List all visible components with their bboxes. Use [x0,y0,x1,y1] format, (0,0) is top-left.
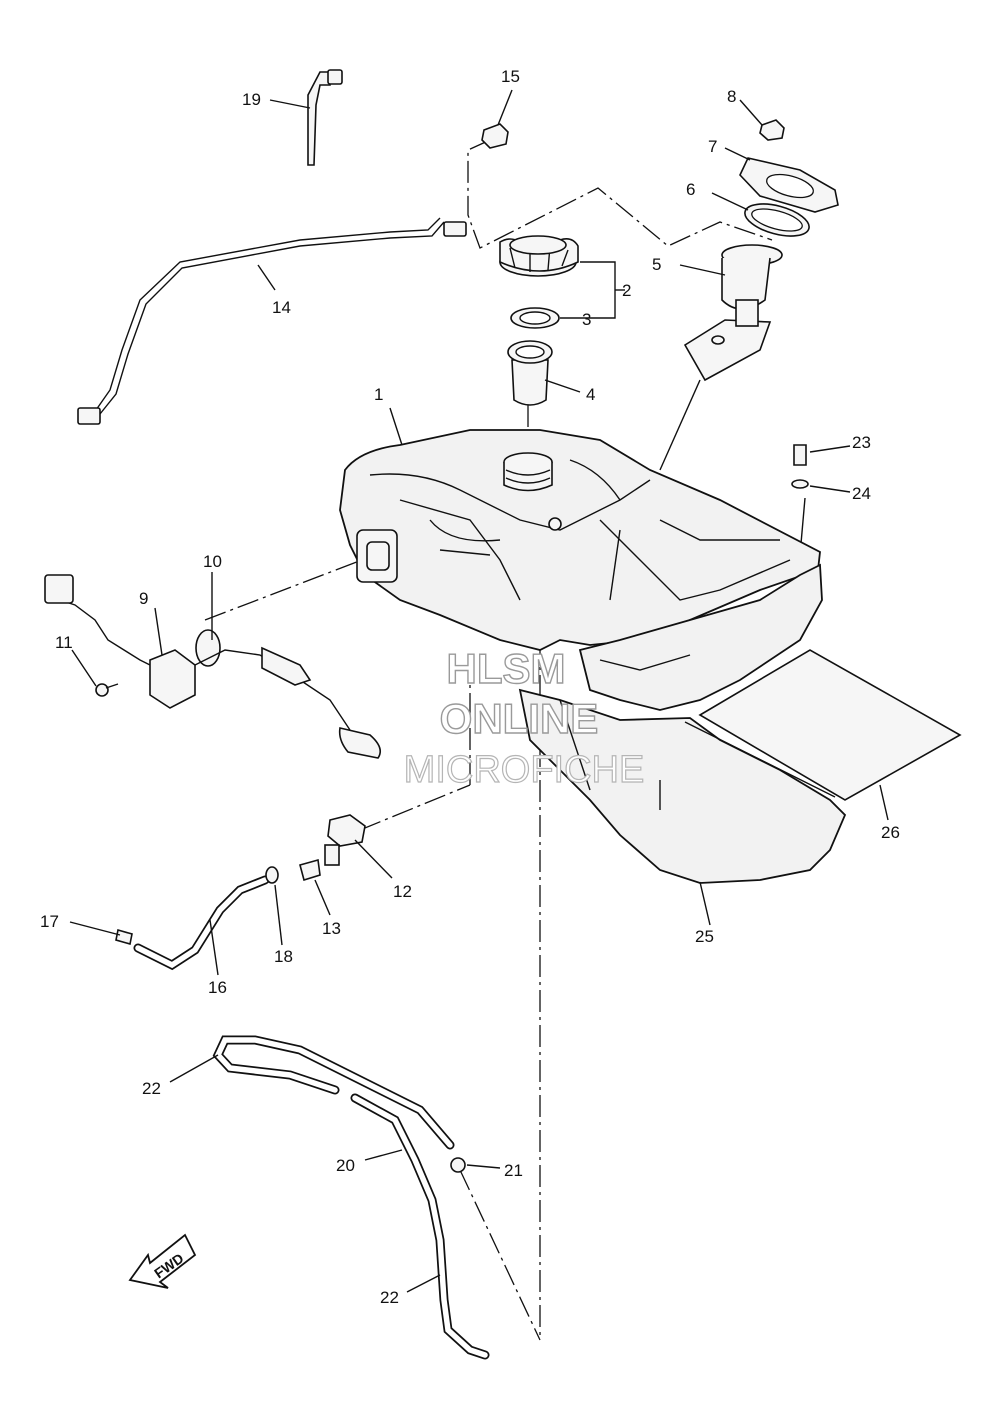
callout-13: 13 [322,919,341,938]
callout-3: 3 [582,310,591,329]
clamp-15 [481,123,509,149]
pump-gasket [744,203,810,237]
fuel-tank [339,429,823,711]
callout-1: 1 [374,385,383,404]
callout-7: 7 [708,137,717,156]
nut [759,119,785,141]
callout-14: 14 [272,298,291,317]
fuel-sender [44,574,381,759]
callout-11: 11 [55,633,73,652]
callout-20: 20 [336,1156,355,1175]
callout-16: 16 [208,978,227,997]
callout-22-upper: 22 [142,1079,161,1098]
callout-25: 25 [695,927,714,946]
drain-hose [115,866,279,971]
callout-17: 17 [40,912,59,931]
filler-pipe [507,340,553,406]
cap-gasket [510,307,560,329]
callout-24: 24 [852,484,871,503]
pump-plate [739,157,839,213]
callout-26: 26 [881,823,900,842]
filler-cap [499,235,579,277]
heat-shield [518,688,847,884]
watermark-line-2: ONLINE [440,695,599,742]
callout-18: 18 [274,947,293,966]
pad [684,649,962,801]
callout-23: 23 [852,433,871,452]
watermark: HLSM ONLINE MICROFICHE [403,644,645,791]
cable-band [307,69,343,166]
callout-15: 15 [501,67,520,86]
screw [95,683,119,697]
callout-8: 8 [727,87,736,106]
callout-4: 4 [586,385,595,404]
callout-9: 9 [139,589,148,608]
callout-leaders [69,89,889,1293]
watermark-line-1: HLSM [447,645,566,692]
forward-arrow-icon: FWD [128,1233,197,1289]
callout-numbers: 1 2 3 4 5 6 7 8 9 10 11 12 13 14 15 16 1… [40,67,900,1307]
callout-6: 6 [686,180,695,199]
watermark-line-3: MICROFICHE [404,749,645,791]
callout-10: 10 [203,552,222,571]
drain-assembly [299,814,366,882]
callout-2: 2 [622,281,631,300]
callout-19: 19 [242,90,261,109]
plug-and-washer [791,444,809,489]
callout-22-lower: 22 [380,1288,399,1307]
vent-hoses [212,1035,490,1360]
callout-5: 5 [652,255,661,274]
fuel-pump [683,244,783,382]
breather-hose [77,217,467,425]
callout-12: 12 [393,882,412,901]
callout-21: 21 [504,1161,523,1180]
